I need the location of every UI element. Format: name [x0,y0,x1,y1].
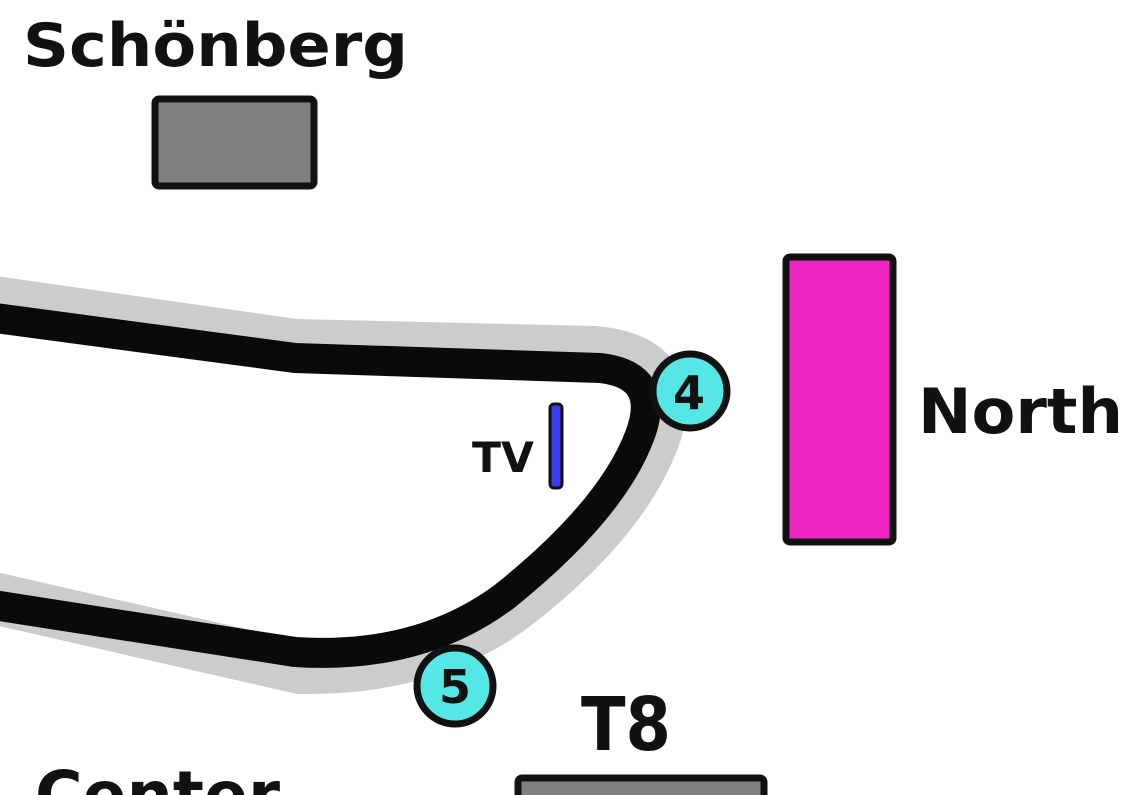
tv-tower [548,402,564,490]
north-grandstand [782,253,897,546]
north-label: North [918,375,1123,448]
schonberg-label: Schönberg [23,11,408,81]
tv-label: TV [472,433,534,482]
t8-grandstand [514,774,768,795]
schonberg-grandstand [151,95,318,190]
center-label: Center [35,757,280,795]
turn-4-marker [649,350,731,432]
turn-4-number: 4 [673,366,705,420]
race-track [0,303,661,668]
turn-5-marker [413,644,497,728]
turn-5-number: 5 [439,660,471,714]
t8-label: T8 [581,682,671,768]
